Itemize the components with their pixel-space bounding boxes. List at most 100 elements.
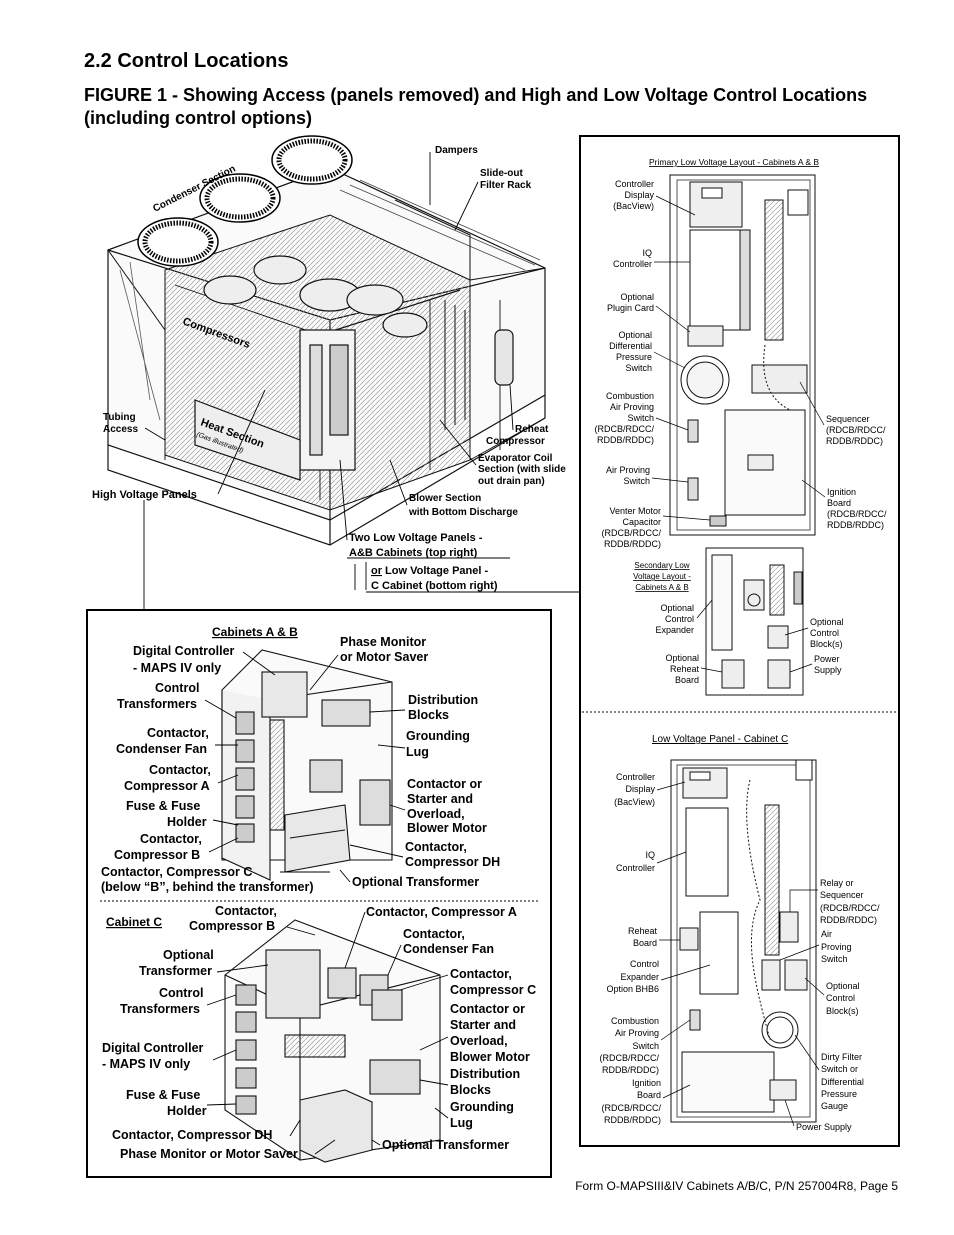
lv-c-labels: Low Voltage Panel - Cabinet C Controller… xyxy=(600,734,880,1132)
hv-ab-drawing xyxy=(221,649,393,881)
p-iq-controller-1: IQ xyxy=(642,248,652,258)
hv-c-labels: Cabinet C Contactor, Compressor B Option… xyxy=(102,904,536,1161)
c-dirty-filter-3: Differential xyxy=(821,1077,864,1087)
lv-primary-drawing xyxy=(669,174,816,536)
c-contactor-condenser-fan-1: Contactor, xyxy=(403,927,465,941)
c-ignition-4: RDDB/RDDC) xyxy=(604,1115,661,1125)
ab-control-transformers-1: Control xyxy=(155,681,199,695)
p-venter-4: RDDB/RDDC) xyxy=(604,539,661,549)
c-contactor-comp-c-2: Compressor C xyxy=(450,983,536,997)
ab-contactor-comp-b-1: Contactor, xyxy=(140,832,202,846)
c-combustion-2: Air Proving xyxy=(615,1028,659,1038)
c-ignition-2: Board xyxy=(637,1090,661,1100)
tubing-access-label-1: Tubing xyxy=(103,412,136,423)
s-reheat-board-1: Optional xyxy=(665,653,699,663)
ab-optional-transformer: Optional Transformer xyxy=(352,875,479,889)
p-controller-display-1: Controller xyxy=(615,179,654,189)
c-dirty-filter-2: Switch or xyxy=(821,1064,858,1074)
c-relay-2: Sequencer xyxy=(820,890,864,900)
ab-grounding-lug-2: Lug xyxy=(406,745,429,759)
evaporator-label-1: Evaporator Coil xyxy=(478,453,553,464)
p-combustion-2: Air Proving xyxy=(610,402,654,412)
evaporator-label-2: Section (with slide xyxy=(478,464,566,475)
hv-c-drawing xyxy=(224,919,441,1163)
lv-c-drawing xyxy=(670,759,817,1123)
c-optional-transformer-2: Transformer xyxy=(139,964,212,978)
c-contactor-starter-2: Starter and xyxy=(450,1018,516,1032)
p-controller-display-2: Display xyxy=(624,190,654,200)
p-diff-pressure-4: Switch xyxy=(625,363,652,373)
lv-secondary-drawing xyxy=(705,547,804,696)
s-control-expander-1: Optional xyxy=(660,603,694,613)
c-control-blocks-2: Control xyxy=(826,993,855,1003)
ab-contactor-comp-dh-2: Compressor DH xyxy=(405,855,500,869)
blower-section-label-2: with Bottom Discharge xyxy=(408,507,518,518)
c-relay-3: (RDCB/RDCC/ xyxy=(820,903,880,913)
s-reheat-board-2: Reheat xyxy=(670,664,700,674)
c-dirty-filter-1: Dirty Filter xyxy=(821,1052,862,1062)
hv-ab-leaders xyxy=(204,651,406,883)
p-combustion-4: (RDCB/RDCC/ xyxy=(595,424,655,434)
figure-title: FIGURE 1 - Showing Access (panels remove… xyxy=(84,85,868,128)
high-voltage-frame xyxy=(86,609,552,1178)
lv-secondary-labels: Secondary Low Voltage Layout - Cabinets … xyxy=(633,561,843,685)
p-sequencer-1: Sequencer xyxy=(826,414,870,424)
condenser-fans xyxy=(137,135,353,267)
ab-contactor-starter-3: Overload, xyxy=(407,807,465,821)
high-voltage-panels-label: High Voltage Panels xyxy=(92,489,197,501)
c-relay-1: Relay or xyxy=(820,878,854,888)
c-air-proving-3: Switch xyxy=(821,954,848,964)
c-control-expander-2: Expander xyxy=(620,972,659,982)
ab-digital-controller-1: Digital Controller xyxy=(133,644,235,658)
or-word: or xyxy=(371,565,383,577)
ab-grounding-lug-1: Grounding xyxy=(406,729,470,743)
c-contactor-comp-b-1: Contactor, xyxy=(215,904,277,918)
ab-contactor-comp-a-1: Contactor, xyxy=(149,763,211,777)
s-power-supply-1: Power xyxy=(814,654,840,664)
lv-primary-labels: Primary Low Voltage Layout - Cabinets A … xyxy=(595,157,887,549)
reheat-compressor-label-1: Reheat xyxy=(515,424,549,435)
dampers-label: Dampers xyxy=(435,145,478,156)
p-venter-1: Venter Motor xyxy=(609,506,661,516)
ab-distribution-blocks-1: Distribution xyxy=(408,693,478,707)
c-control-expander-1: Control xyxy=(630,959,659,969)
p-air-proving-1: Air Proving xyxy=(606,465,650,475)
two-lv-panels-label-2: A&B Cabinets (top right) xyxy=(349,547,478,559)
ab-contactor-condenser-fan-2: Condenser Fan xyxy=(116,742,207,756)
c-grounding-lug-1: Grounding xyxy=(450,1100,514,1114)
lv-primary-leaders xyxy=(651,195,826,521)
blower-section-label-1: Blower Section xyxy=(409,493,481,504)
p-air-proving-2: Switch xyxy=(623,476,650,486)
p-diff-pressure-1: Optional xyxy=(618,330,652,340)
p-sequencer-2: (RDCB/RDCC/ xyxy=(826,425,886,435)
p-combustion-1: Combustion xyxy=(606,391,654,401)
s-control-expander-3: Expander xyxy=(655,625,694,635)
c-combustion-4: (RDCB/RDCC/ xyxy=(600,1053,660,1063)
s-control-blocks-1: Optional xyxy=(810,617,844,627)
c-fuse-holder-2: Holder xyxy=(167,1104,207,1118)
filter-rack-label-2: Filter Rack xyxy=(480,180,532,191)
p-venter-2: Capacitor xyxy=(622,517,661,527)
unit-drawing xyxy=(107,167,546,546)
p-sequencer-3: RDDB/RDDC) xyxy=(826,436,883,446)
c-distribution-blocks-1: Distribution xyxy=(450,1067,520,1081)
p-ignition-4: RDDB/RDDC) xyxy=(827,520,884,530)
ab-phase-monitor-1: Phase Monitor xyxy=(340,635,426,649)
tubing-access-label-2: Access xyxy=(103,424,138,435)
two-lv-panels-label-1: Two Low Voltage Panels - xyxy=(349,532,483,544)
hv-ab-labels: Cabinets A & B Digital Controller - MAPS… xyxy=(101,625,500,894)
c-control-blocks-3: Block(s) xyxy=(826,1006,859,1016)
s-title-2: Voltage Layout - xyxy=(633,572,691,581)
c-contactor-starter-4: Blower Motor xyxy=(450,1050,530,1064)
c-contactor-comp-c-1: Contactor, xyxy=(450,967,512,981)
page-footer: Form O-MAPSIII&IV Cabinets A/B/C, P/N 25… xyxy=(575,1179,898,1193)
ab-contactor-comp-dh-1: Contactor, xyxy=(405,840,467,854)
c-controller-display-2: Display xyxy=(625,784,655,794)
c-control-transformers-1: Control xyxy=(159,986,203,1000)
c-dirty-filter-4: Pressure xyxy=(821,1089,857,1099)
c-reheat-board-2: Board xyxy=(633,938,657,948)
ab-phase-monitor-2: or Motor Saver xyxy=(340,650,428,664)
c-digital-controller-1: Digital Controller xyxy=(102,1041,204,1055)
c-contactor-condenser-fan-2: Condenser Fan xyxy=(403,942,494,956)
